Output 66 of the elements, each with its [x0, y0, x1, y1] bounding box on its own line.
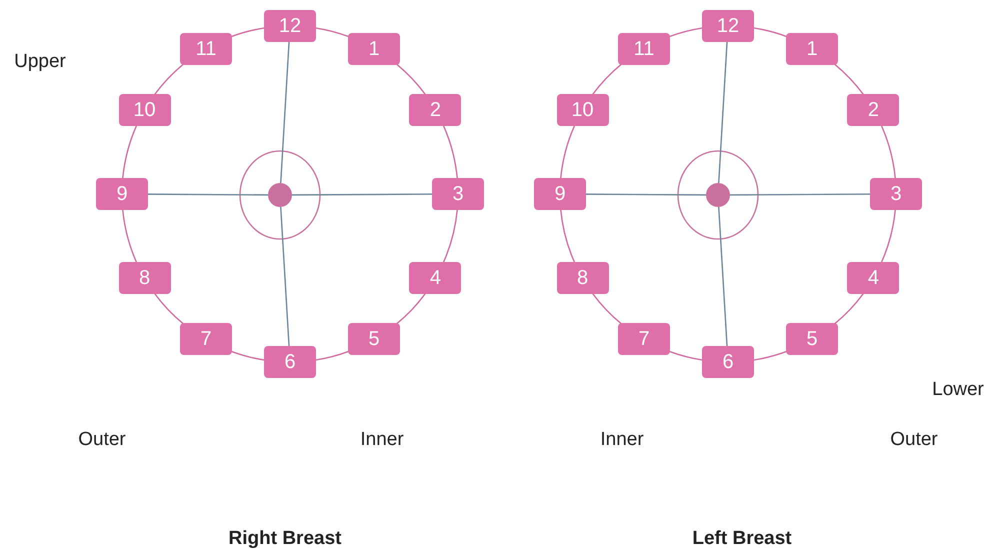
- nipple-dot: [268, 183, 292, 207]
- clock-arc: [154, 64, 184, 95]
- clock-position-box: 8: [118, 262, 170, 294]
- clock-arc: [396, 64, 426, 95]
- spoke-line: [280, 42, 290, 184]
- clock-position-box: 2: [847, 94, 900, 126]
- direction-label: Outer: [78, 429, 126, 451]
- clock-position-box: 5: [786, 323, 838, 356]
- clock-position-box: 4: [847, 262, 900, 294]
- clock-position-box: 9: [96, 178, 148, 210]
- clock-position-box: 10: [118, 94, 170, 126]
- clock-arc: [880, 209, 896, 263]
- clock-arc: [122, 209, 138, 263]
- clock-arc: [315, 27, 349, 38]
- clock-position-box: 5: [348, 323, 400, 356]
- spoke-line: [292, 194, 432, 196]
- clock-arc: [154, 293, 184, 324]
- clock-position-box: 6: [264, 346, 316, 378]
- clock-position-box: 2: [409, 94, 462, 126]
- clock-arc: [560, 209, 576, 263]
- clock-arc: [560, 125, 576, 179]
- spoke-line: [148, 194, 268, 196]
- clock-position-box: 6: [702, 346, 754, 378]
- clock-position-box: 3: [432, 178, 484, 210]
- spoke-line: [586, 194, 706, 196]
- clock-arc: [880, 125, 896, 179]
- clock-position-box: 1: [348, 32, 400, 64]
- clock-position-box: 3: [870, 178, 922, 210]
- breast-caption: Right Breast: [228, 528, 342, 549]
- clock-position-box: 12: [264, 10, 316, 42]
- clock-position-box: 8: [556, 262, 608, 294]
- direction-label: Lower: [932, 379, 984, 401]
- clock-position-box: 4: [409, 262, 462, 294]
- clock-arc: [442, 209, 458, 263]
- clock-position-box: 9: [534, 178, 586, 210]
- clock-arc: [315, 350, 349, 361]
- clock-arc: [753, 27, 787, 38]
- direction-label: Upper: [14, 51, 66, 73]
- spoke-line: [730, 194, 870, 196]
- direction-label: Inner: [600, 429, 644, 451]
- clock-arc: [231, 27, 265, 38]
- clock-arc: [122, 125, 138, 179]
- clock-arc: [834, 293, 864, 324]
- clock-arc: [442, 125, 458, 179]
- spoke-line: [718, 206, 728, 346]
- clock-arc: [669, 350, 703, 361]
- clock-position-box: 1: [786, 32, 838, 64]
- clock-position-box: 11: [180, 32, 232, 64]
- clock-arc: [834, 64, 864, 95]
- clock-arc: [231, 350, 265, 361]
- clock-arc: [592, 293, 622, 324]
- clock-arc: [592, 64, 622, 95]
- clock-arc: [396, 293, 426, 324]
- clock-arc: [669, 27, 703, 38]
- clock-position-box: 10: [556, 94, 608, 126]
- clock-position-box: 7: [180, 323, 232, 356]
- clock-position-box: 11: [618, 32, 670, 64]
- clock-position-box: 7: [618, 323, 670, 356]
- direction-label: Inner: [360, 429, 404, 451]
- nipple-dot: [706, 183, 730, 207]
- direction-label: Outer: [890, 429, 938, 451]
- clock-position-box: 12: [702, 10, 754, 42]
- spoke-line: [718, 42, 728, 184]
- clock-arc: [753, 350, 787, 361]
- breast-caption: Left Breast: [692, 528, 792, 549]
- spoke-line: [280, 206, 290, 346]
